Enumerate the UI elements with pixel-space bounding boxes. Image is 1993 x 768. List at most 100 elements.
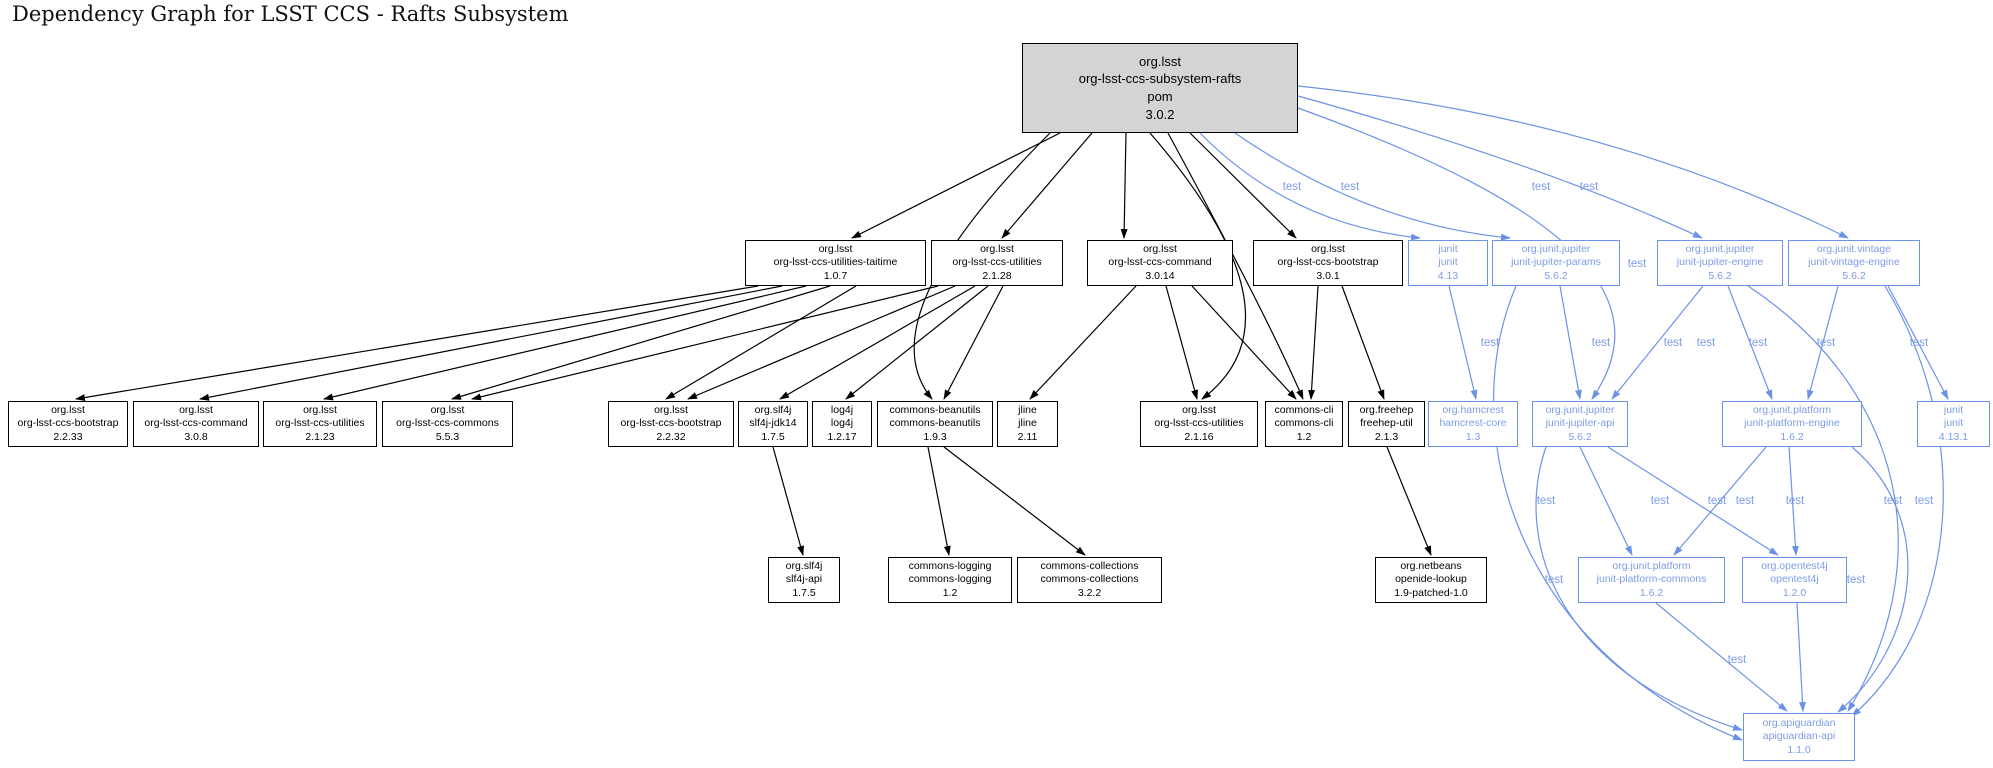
node-label-line: opentest4j	[1770, 573, 1819, 586]
edge-taitime-to-cmd308	[199, 285, 783, 401]
node-label-line: junit-platform-commons	[1596, 573, 1707, 586]
node-label-line: junit-jupiter-params	[1511, 256, 1601, 269]
node-label-line: org-lsst-ccs-utilities-taitime	[773, 256, 898, 269]
node-label-line: 5.6.2	[1544, 269, 1568, 282]
node-label-line: 1.1.0	[1787, 743, 1811, 756]
node-label-line: org.lsst	[1143, 242, 1177, 255]
node-label-line: org-lsst-ccs-command	[144, 417, 248, 430]
node-label-line: 2.1.28	[982, 269, 1012, 282]
node-label-line: 1.0.7	[823, 269, 848, 282]
node-label-line: openide-lookup	[1395, 573, 1467, 586]
node-label-line: org.lsst	[980, 242, 1014, 255]
node-label-line: slf4j-api	[785, 573, 823, 586]
edge-vintage-to-junit4131	[1887, 285, 1949, 400]
edge-scope-label: test	[1283, 181, 1302, 193]
edge-junit413-to-hamcrest	[1448, 285, 1478, 400]
edge-root-to-cmd30014	[1120, 132, 1128, 239]
node-label-line: junit-vintage-engine	[1808, 256, 1900, 269]
node-label-line: 2.1.3	[1374, 430, 1399, 443]
edge-scope-label: test	[1749, 337, 1768, 349]
node-label-line: 1.2.17	[827, 430, 857, 443]
node-label-line: org.lsst	[179, 403, 213, 416]
node-label-line: junit	[1943, 403, 1964, 416]
node-label-line: pom	[1147, 89, 1173, 104]
edge-scope-label: test	[1786, 495, 1805, 507]
edge-beanutils-to-ccollections	[943, 446, 1086, 556]
node-label-line: 3.2.2	[1077, 586, 1102, 599]
node-label-line: org.lsst	[51, 403, 85, 416]
edge-params-to-apiguardian	[1493, 285, 1743, 741]
edge-scope-label: test	[1628, 258, 1647, 270]
edge-scope-label: test	[1537, 495, 1556, 507]
node-label-line: commons-beanutils	[889, 403, 981, 416]
node-label-line: 1.7.5	[792, 586, 816, 599]
edge-cmd30014-to-ccli	[1191, 285, 1297, 400]
edge-freehep-to-openide	[1386, 446, 1432, 556]
node-label-line: org.junit.platform	[1752, 403, 1832, 416]
edge-root-to-util2128	[1001, 132, 1093, 239]
node-label-line: org-lsst-ccs-subsystem-rafts	[1078, 71, 1242, 87]
node-label-line: 1.3	[1465, 430, 1481, 443]
edge-root-to-engine	[1297, 95, 1703, 239]
edge-taitime-to-util2123	[323, 285, 807, 401]
node-label-line: org-lsst-ccs-command	[1108, 256, 1212, 269]
edge-scope-label: test	[1580, 181, 1599, 193]
node-label-line: commons-cli	[1274, 417, 1334, 430]
edge-scope-label: test	[1592, 337, 1611, 349]
node-label-line: org.apiguardian	[1762, 716, 1836, 729]
node-label-line: org.lsst	[654, 403, 688, 416]
edge-taitime-to-boot2232	[665, 285, 857, 400]
edge-boot301-to-freehep	[1341, 285, 1385, 400]
node-label-line: 3.0.14	[1145, 269, 1175, 282]
page-title: Dependency Graph for LSST CCS - Rafts Su…	[12, 2, 569, 26]
edge-cmd30014-to-jline	[1029, 285, 1137, 400]
edge-cmd30014-to-util2116	[1165, 285, 1198, 400]
edge-pengine-to-pcommons	[1673, 446, 1767, 556]
edge-slf4jjdk14-to-slf4japi	[772, 446, 804, 556]
edge-util2128-to-slf4jjdk14	[779, 285, 976, 400]
node-label-line: org.junit.platform	[1612, 559, 1691, 572]
edge-util2128-to-beanutils	[943, 285, 1004, 400]
node-label-line: org.lsst	[303, 403, 337, 416]
node-label-line: hamcrest-core	[1439, 417, 1507, 430]
node-label-line: org.junit.jupiter	[1521, 242, 1591, 255]
node-label-line: 5.6.2	[1708, 269, 1732, 282]
node-label-line: org.lsst	[818, 242, 853, 255]
edge-scope-label: test	[1847, 574, 1866, 586]
node-label-line: 5.5.3	[435, 430, 460, 443]
node-label-line: org.hamcrest	[1442, 403, 1504, 416]
